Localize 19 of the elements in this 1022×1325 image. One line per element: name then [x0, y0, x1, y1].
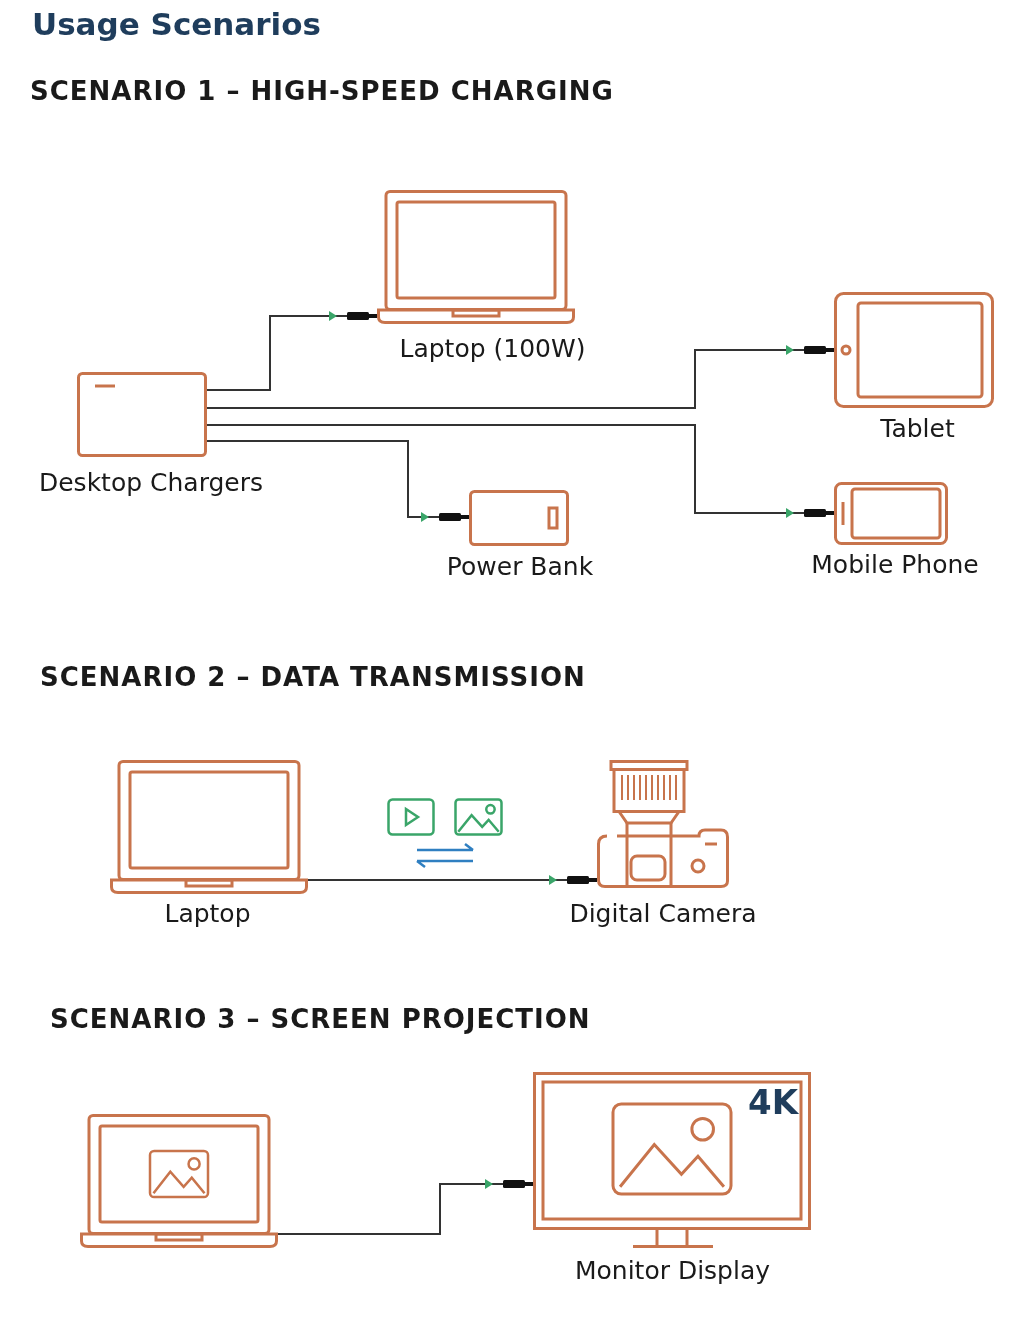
device-label: Laptop	[163, 899, 252, 929]
scenario-heading: SCENARIO 2 – DATA TRANSMISSION	[40, 662, 586, 692]
cable-connector	[277, 1179, 534, 1235]
device-label: Monitor Display	[573, 1256, 772, 1286]
cable-connector	[305, 875, 598, 885]
device-label: Tablet	[879, 414, 956, 444]
cable-connector	[206, 424, 835, 518]
scenario-heading: SCENARIO 3 – SCREEN PROJECTION	[50, 1004, 591, 1034]
device-label: Power Bank	[445, 552, 595, 582]
cable-connector	[206, 311, 378, 391]
cable-connector	[206, 345, 835, 409]
cable-connector	[206, 440, 470, 522]
device-label: Mobile Phone	[810, 550, 980, 580]
page-title: Usage Scenarios	[32, 6, 321, 42]
device-label: Laptop (100W)	[398, 334, 587, 364]
scenario-heading: SCENARIO 1 – HIGH-SPEED CHARGING	[30, 76, 614, 106]
device-label: Digital Camera	[568, 899, 758, 929]
device-label: Desktop Chargers	[37, 468, 265, 498]
resolution-label: 4K	[748, 1082, 798, 1123]
